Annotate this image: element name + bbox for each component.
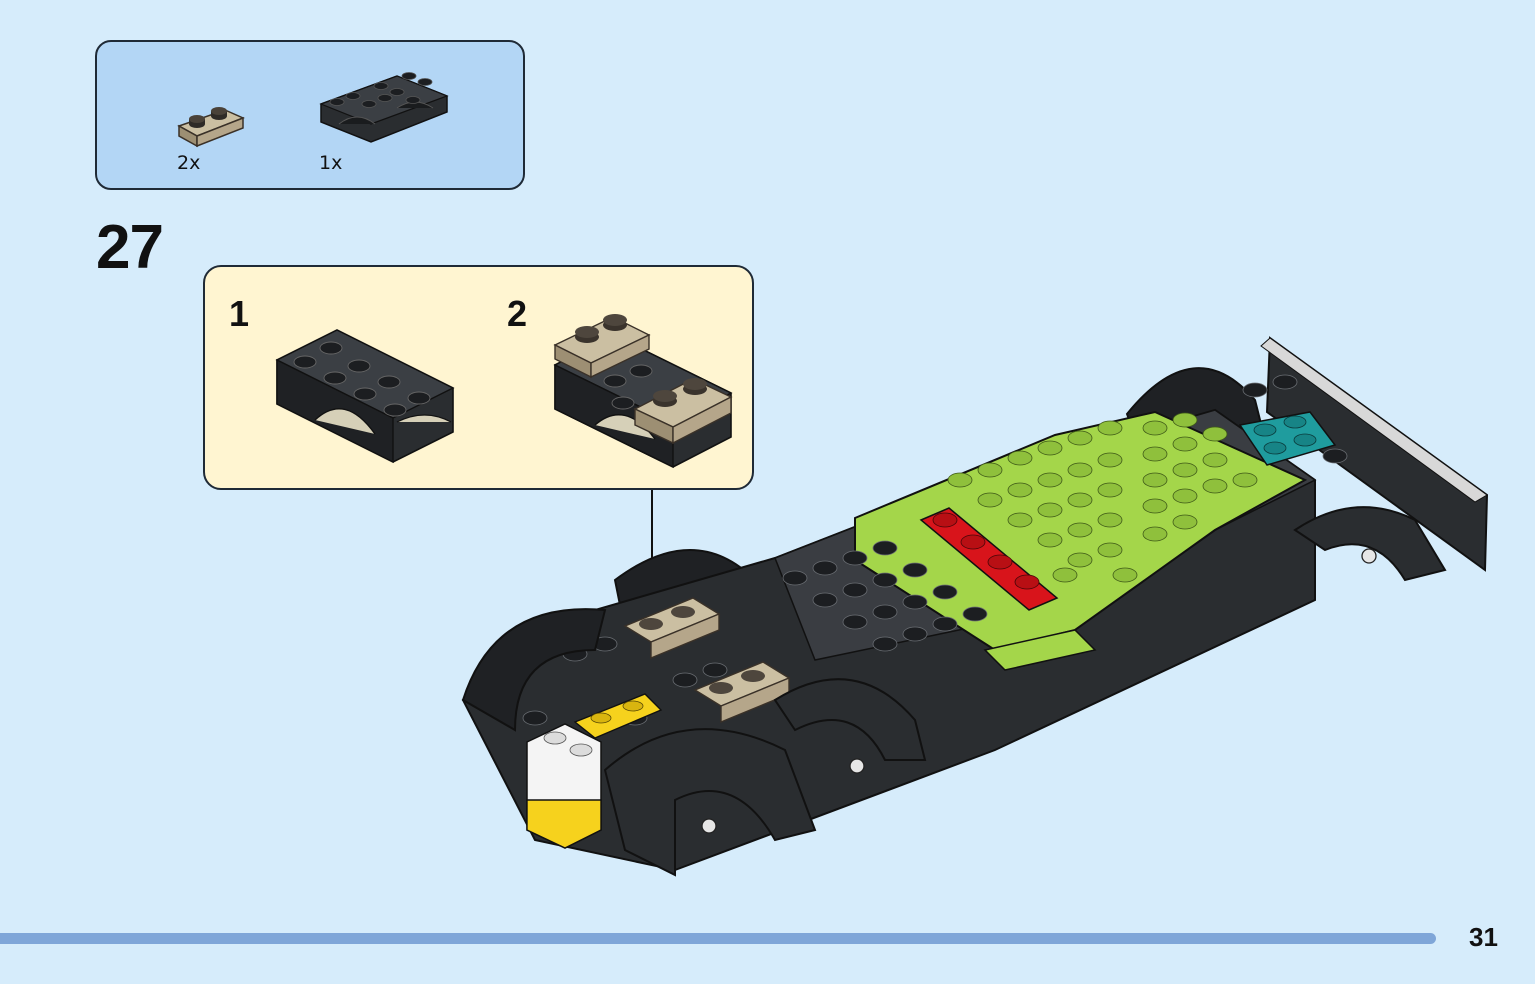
step-number: 27 bbox=[96, 213, 164, 282]
tan-plate-1x2-icon bbox=[177, 107, 245, 148]
page-number: 31 bbox=[1469, 922, 1498, 952]
black-wheel-arch-icon bbox=[319, 72, 449, 143]
substep-label: 1 bbox=[229, 293, 250, 334]
substep-label: 2 bbox=[507, 293, 528, 334]
parts-list-box: 2x 1x bbox=[95, 40, 525, 190]
race-car-chassis-icon bbox=[461, 336, 1489, 877]
sub-assembly-box: 1 2 bbox=[203, 265, 754, 490]
part-quantity: 2x bbox=[177, 152, 201, 174]
page-footer-bar bbox=[0, 933, 1436, 944]
black-wheel-arch-icon bbox=[275, 329, 455, 464]
part-quantity: 1x bbox=[319, 152, 343, 174]
callout-pointer-line bbox=[651, 490, 653, 590]
wheel-arch-with-tan-plates-icon bbox=[553, 314, 733, 469]
